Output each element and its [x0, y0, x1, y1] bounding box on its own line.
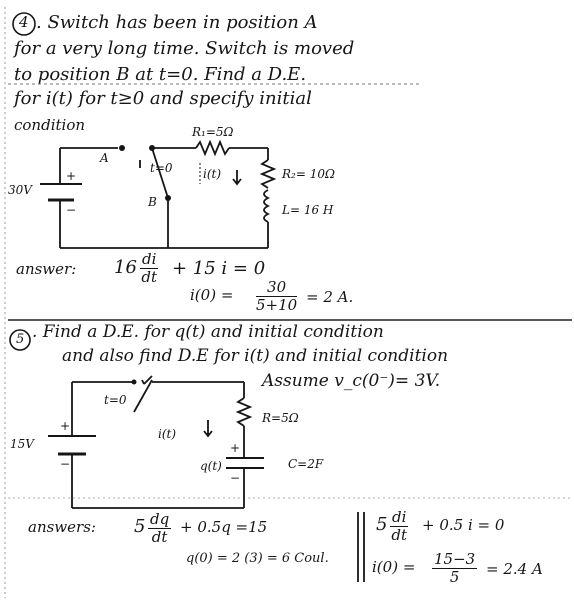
answer-4-label: answer: [16, 260, 77, 278]
answer-5b-initial-left: i(0) = [372, 558, 416, 576]
answer-4-derivative: di dt [140, 250, 159, 286]
source-label: 15V [10, 437, 34, 451]
problem-5-line-3: Assume v_c(0⁻)= 3V. [262, 371, 441, 391]
answer-5a-coefficient: 5 [134, 516, 146, 537]
switch-pivot [149, 145, 155, 151]
battery-minus: − [60, 457, 71, 471]
problem-4-line-4: for i(t) for t≥0 and specify initial [14, 88, 312, 109]
capacitor-label: C=2F [288, 457, 324, 471]
initial-numerator: 15−3 [432, 550, 478, 569]
inductor-l [263, 189, 271, 223]
problem-4-line-1: . Switch has been in position A [36, 12, 318, 33]
derivative-denominator: dt [391, 526, 408, 544]
r1-label: R₁=5Ω [192, 125, 234, 139]
charge-label: q(t) [200, 459, 222, 473]
answer-4-equation: + 15 i = 0 [172, 258, 266, 279]
capacitor-minus: − [230, 471, 241, 485]
problem-4-line-5: condition [14, 116, 86, 134]
derivative-numerator: di [140, 250, 159, 269]
switch-time-label: t=0 [104, 393, 127, 407]
current-arrow [203, 420, 213, 438]
answer-4-initial-left: i(0) = [190, 286, 234, 304]
answer-4-initial-fraction: 30 5+10 [256, 280, 298, 314]
resistor-r [235, 397, 253, 427]
problem-4-line-3: to position B at t=0. Find a D.E. [14, 64, 307, 85]
answer-4-coefficient: 16 [114, 257, 137, 278]
capacitor-plus: + [230, 441, 241, 455]
source-label: 30V [8, 183, 32, 197]
inductor-label: L= 16 H [282, 203, 334, 217]
answer-5b-initial-fraction: 15−3 5 [432, 550, 478, 586]
derivative-denominator: dt [141, 268, 158, 286]
switch-arrow [141, 375, 153, 385]
circuit-4 [40, 139, 277, 249]
answer-5-label: answers: [28, 518, 96, 536]
answer-5a-equation: + 0.5q =15 [180, 518, 268, 536]
derivative-numerator: di [390, 508, 409, 527]
switch-blade [133, 379, 153, 413]
battery-plus: + [60, 419, 71, 433]
switch-blade [151, 147, 169, 199]
current-label: i(t) [158, 427, 177, 441]
derivative-numerator: dq [148, 510, 172, 529]
problem-5-line-1: . Find a D.E. for q(t) and initial condi… [32, 322, 384, 342]
answer-4-initial-right: = 2 A. [306, 288, 354, 306]
resistor-label: R=5Ω [262, 411, 299, 425]
answer-5b-equation: + 0.5 i = 0 [422, 516, 505, 534]
initial-denominator: 5+10 [256, 296, 298, 314]
terminal-b [165, 195, 171, 201]
battery-minus: − [66, 203, 77, 217]
battery-plus: + [66, 169, 77, 183]
answer-5b-coefficient: 5 [376, 514, 388, 535]
problem-4-number-circle [12, 12, 36, 36]
resistor-r2 [259, 159, 277, 189]
node-b-label: B [148, 195, 157, 209]
problem-5-number: 5 [16, 332, 25, 347]
switch-time-label: t=0 [150, 161, 173, 175]
problem-4-line-2: for a very long time. Switch is moved [14, 38, 355, 59]
current-arrow [232, 170, 242, 186]
resistor-r1 [195, 139, 230, 157]
switch-contact [131, 379, 137, 385]
answer-5a-derivative: dq dt [148, 510, 172, 546]
node-a-label: A [100, 151, 109, 165]
problem-5-line-2: and also find D.E for i(t) and initial c… [62, 346, 449, 366]
derivative-denominator: dt [151, 528, 168, 546]
answer-5b-derivative: di dt [390, 508, 409, 544]
circuit-5 [48, 375, 264, 509]
problem-4-number: 4 [19, 13, 29, 31]
answer-5a-initial: q(0) = 2 (3) = 6 Coul. [186, 551, 329, 566]
initial-denominator: 5 [449, 568, 460, 586]
current-label: i(t) [203, 167, 222, 181]
terminal-a [119, 145, 125, 151]
r2-label: R₂= 10Ω [282, 167, 335, 181]
answer-5b-initial-right: = 2.4 A [486, 560, 543, 578]
problem-5-number-circle [9, 329, 31, 351]
initial-numerator: 30 [256, 280, 298, 297]
